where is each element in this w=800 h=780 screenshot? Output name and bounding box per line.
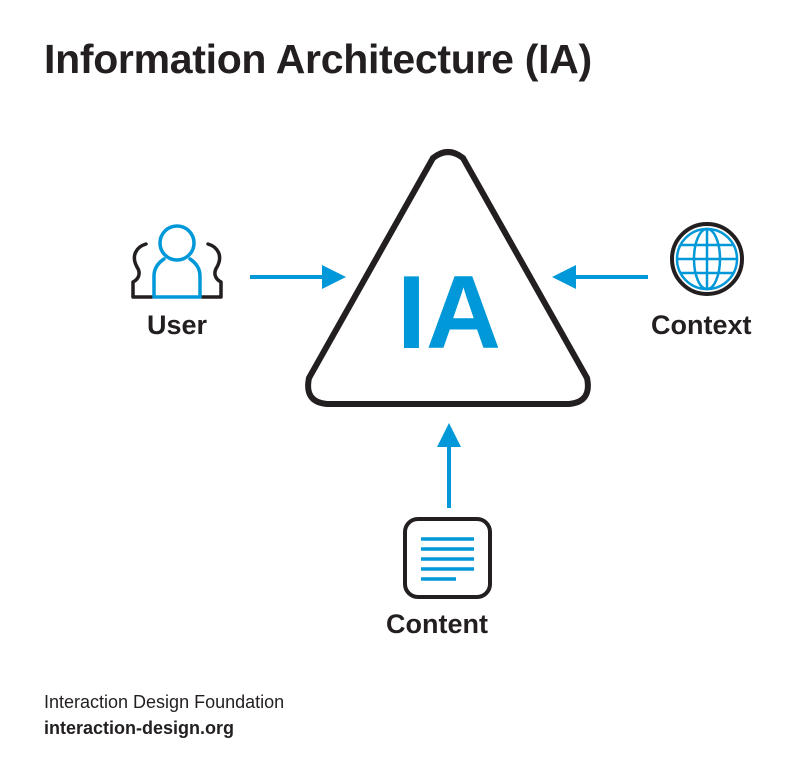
footer-organization: Interaction Design Foundation [44,692,285,712]
ia-triangle [305,149,591,407]
page-title: Information Architecture (IA) [44,36,592,82]
arrow-user-to-ia [250,265,346,289]
user-label: User [147,310,208,340]
document-icon [403,517,492,599]
globe-icon [670,222,744,296]
arrow-content-to-ia [437,423,461,508]
footer-website: interaction-design.org [44,718,235,738]
ia-center-label: IA [397,255,501,371]
footer: Interaction Design Foundation interactio… [44,689,284,741]
context-label: Context [651,310,752,340]
content-label: Content [386,609,488,639]
users-icon [131,224,223,299]
arrow-context-to-ia [552,265,648,289]
